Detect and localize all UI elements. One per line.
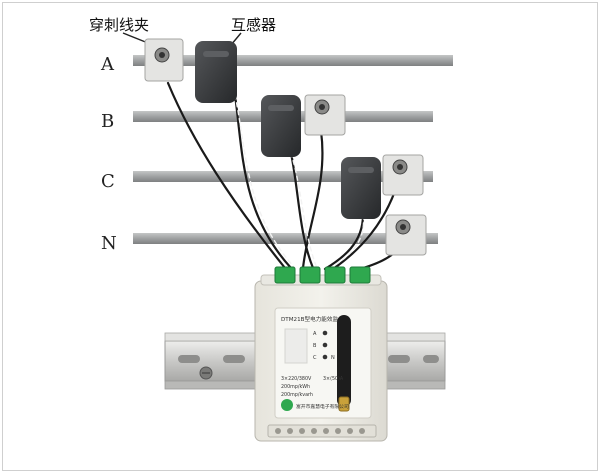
phase-label-c: C <box>101 171 115 192</box>
current-transformers <box>195 41 381 219</box>
antenna <box>337 315 351 412</box>
phase-label-n: N <box>101 233 117 254</box>
energy-meter <box>254 266 388 442</box>
phase-label-b: B <box>101 111 114 132</box>
callout-transformer: 互感器 <box>231 16 276 34</box>
transformer-c <box>341 157 381 219</box>
clamp-c <box>382 154 424 196</box>
terminal-blocks <box>274 266 371 284</box>
clamp-a <box>144 38 184 82</box>
indicator-label-n: N <box>331 355 335 361</box>
callout-piercing-clamp: 穿刺线夹 <box>89 16 149 34</box>
meter-spec-voltage: 3×220/380V <box>281 376 312 382</box>
transformer-a <box>195 41 237 103</box>
bottom-terminals <box>267 424 377 438</box>
indicator-label-b: B <box>313 343 317 349</box>
bus-bar-a <box>133 55 453 66</box>
transformer-b <box>261 95 301 157</box>
indicator-label-c: C <box>313 355 317 361</box>
meter-spec-active: 200mp/kWh <box>281 384 310 390</box>
bus-bar-c <box>133 171 433 182</box>
meter-model-label: DTM21B型电力能效监 <box>281 315 338 323</box>
clamp-b <box>304 94 346 136</box>
meter-maker: 富开市嘉慧电子有限公司 <box>296 403 349 410</box>
meter-spec-reactive: 200mp/kvarh <box>281 392 313 398</box>
phase-label-a: A <box>100 54 115 75</box>
clamp-n <box>385 214 427 256</box>
bus-bar-n <box>133 233 438 244</box>
wiring-diagram: 穿刺线夹 互感器 A B C N DTM21B型电力能效监 A B C N 3×… <box>89 16 453 442</box>
indicator-label-a: A <box>313 331 317 337</box>
brand-logo-icon <box>281 399 293 411</box>
piercing-clamps <box>144 38 427 256</box>
meter-spec-current: 3×(50)A <box>323 376 344 382</box>
